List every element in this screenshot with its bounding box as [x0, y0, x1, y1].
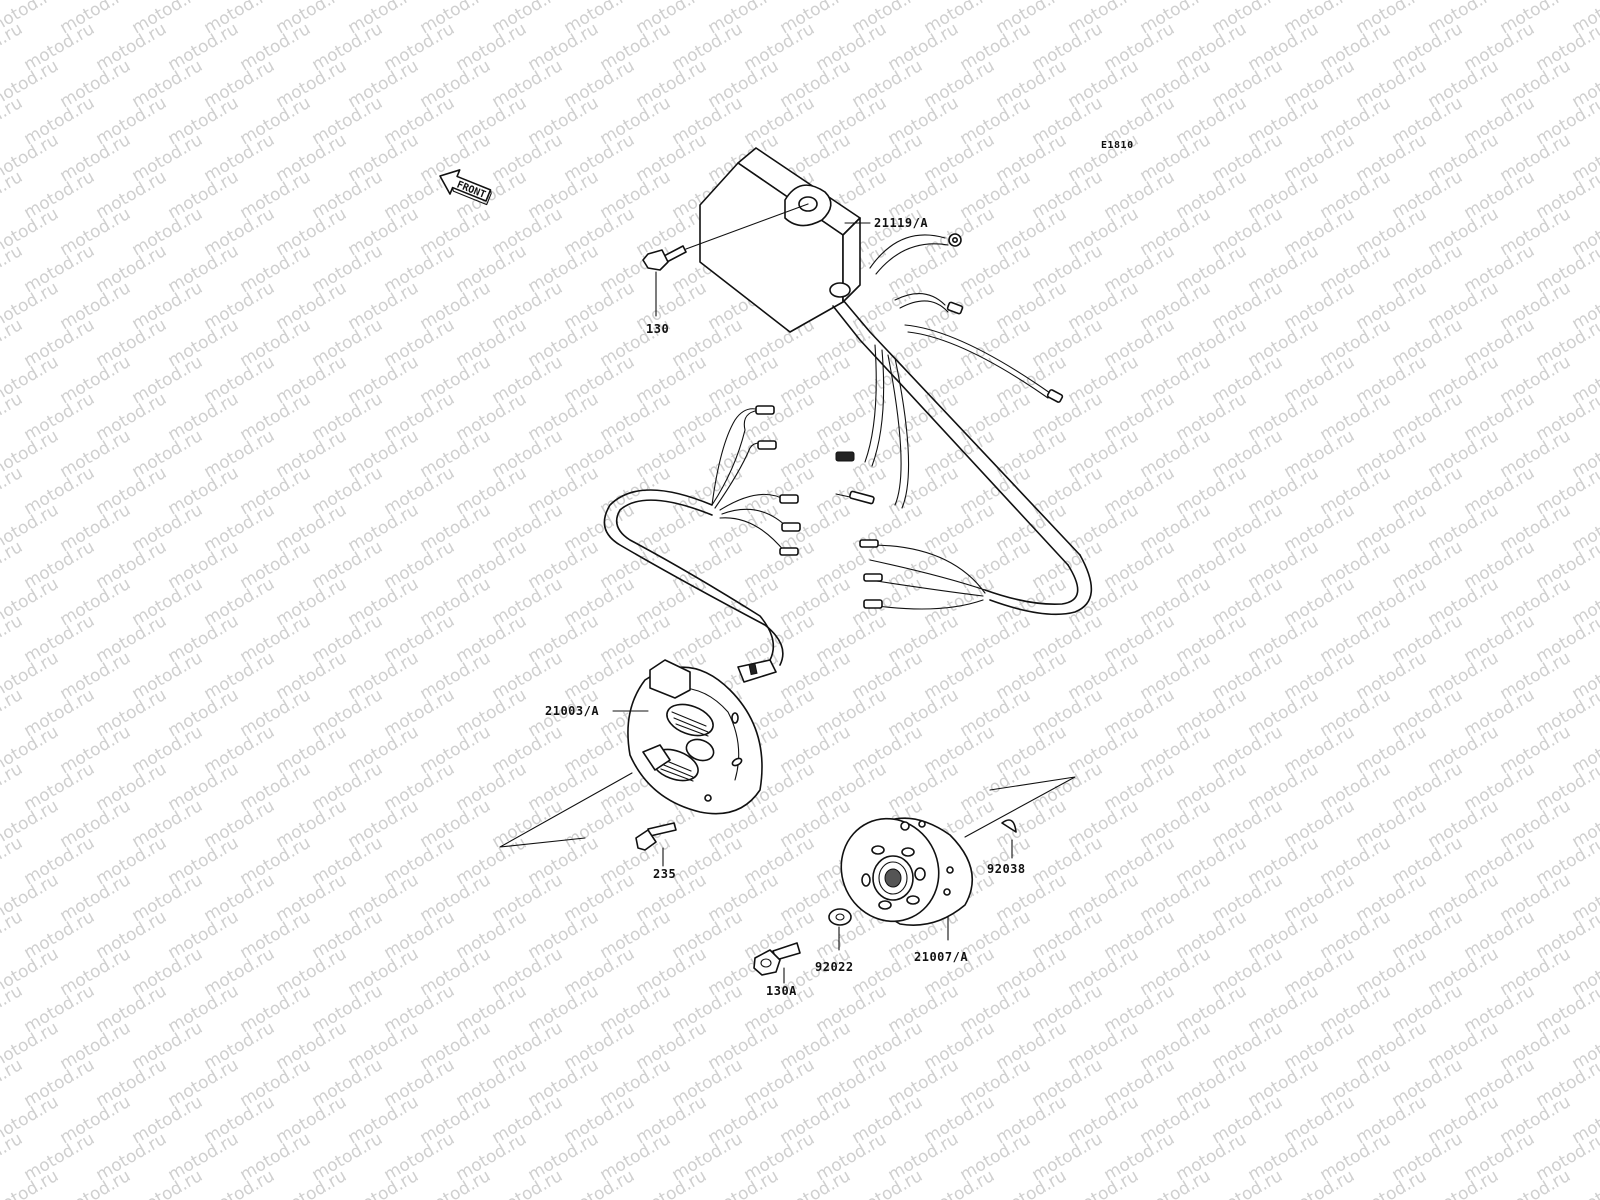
- rotor-flywheel: [840, 776, 1076, 941]
- label-screw-235: 235: [653, 867, 676, 881]
- front-arrow-icon: FRONT: [439, 169, 492, 206]
- diagram-code: E1810: [1101, 140, 1134, 151]
- label-cdi-unit: 21119/A: [874, 216, 928, 230]
- cdi-unit: [699, 147, 861, 333]
- label-rotor: 21007/A: [914, 950, 968, 964]
- wire-harness: [603, 233, 1093, 666]
- label-bolt-130: 130: [646, 322, 669, 336]
- label-washer: 92022: [815, 960, 854, 974]
- label-key: 92038: [987, 862, 1026, 876]
- washer-icon: [828, 908, 852, 951]
- woodruff-key-icon: [1001, 819, 1017, 859]
- label-stator: 21003/A: [545, 704, 599, 718]
- stator-assembly: [499, 659, 777, 848]
- bolt-130a-icon: [753, 942, 801, 984]
- label-bolt-130a: 130A: [766, 984, 797, 998]
- screw-235-icon: [635, 822, 677, 867]
- bolt-130-icon: [642, 203, 809, 317]
